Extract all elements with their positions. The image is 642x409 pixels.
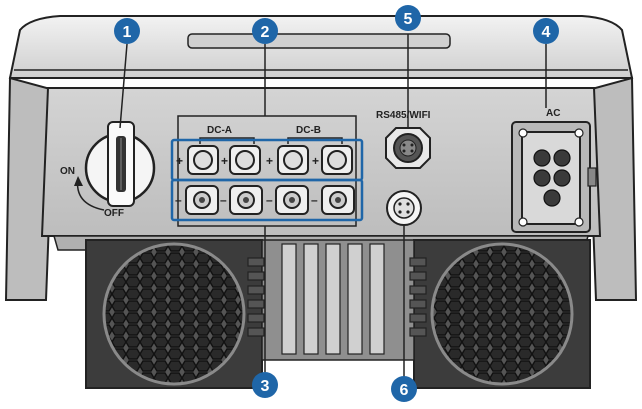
- callout-number: 1: [123, 24, 132, 41]
- callout-number: 3: [261, 378, 270, 395]
- dc-b-label: DC-B: [296, 125, 321, 136]
- plus-sign: +: [266, 154, 273, 168]
- callout-badge-5: 5: [395, 5, 421, 31]
- callout-badge-1: 1: [114, 18, 140, 44]
- right-fan: [413, 239, 591, 389]
- minus-sign: –: [311, 193, 318, 207]
- dc-positive-connectors: [187, 145, 353, 175]
- dc-switch: [84, 121, 156, 207]
- comm-port: [385, 127, 431, 169]
- plus-sign: +: [312, 154, 319, 168]
- callout-badge-6: 6: [391, 376, 417, 402]
- plus-sign: +: [221, 154, 228, 168]
- callout-number: 5: [404, 11, 413, 28]
- ac-connector: [511, 121, 597, 233]
- dc-connector: [229, 145, 261, 175]
- dc-connector: [321, 185, 355, 215]
- heatsink: [247, 239, 427, 361]
- minus-sign: –: [266, 193, 273, 207]
- dc-connector: [229, 185, 263, 215]
- callout-number: 4: [542, 24, 551, 41]
- comm-port-label: RS485/WIFI: [376, 110, 431, 121]
- left-fan: [85, 239, 263, 389]
- callout-number: 2: [261, 24, 270, 41]
- dc-connector: [275, 185, 309, 215]
- callout-badge-2: 2: [252, 18, 278, 44]
- minus-sign: –: [220, 193, 227, 207]
- antenna-port: [386, 190, 422, 226]
- dc-a-label: DC-A: [207, 125, 232, 136]
- callout-leaders: [119, 34, 547, 382]
- plus-sign: +: [176, 154, 183, 168]
- dc-connector: [321, 145, 353, 175]
- switch-off-label: OFF: [104, 208, 124, 219]
- switch-direction-arrow: [74, 176, 105, 211]
- callout-badge-3: 3: [252, 372, 278, 398]
- dc-row-brackets: [170, 138, 364, 222]
- switch-on-label: ON: [60, 166, 75, 177]
- dc-connector: [187, 145, 219, 175]
- dc-connector: [277, 145, 309, 175]
- callout-number: 6: [400, 382, 409, 399]
- ac-label: AC: [546, 108, 560, 119]
- dc-negative-connectors: [185, 185, 355, 215]
- dc-connector: [185, 185, 219, 215]
- callout-badge-4: 4: [533, 18, 559, 44]
